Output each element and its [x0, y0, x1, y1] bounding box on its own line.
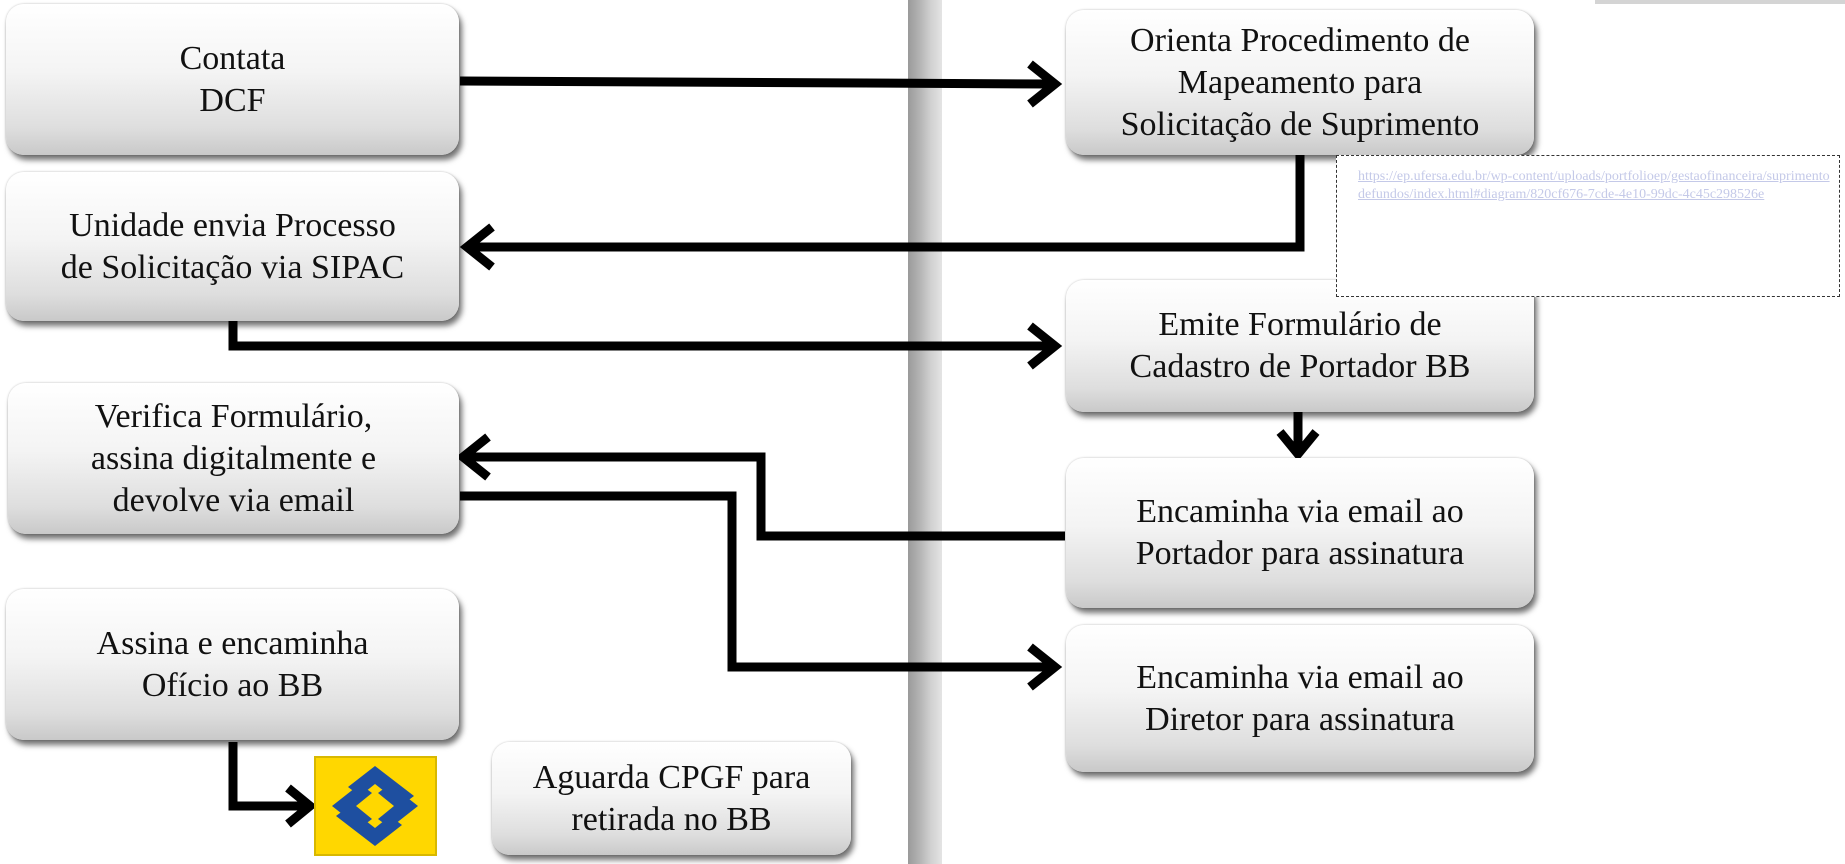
arrowhead-portador [1276, 429, 1320, 462]
lane-divider [908, 0, 942, 864]
arrow-orienta-to-unidade [470, 155, 1305, 252]
link-tooltip-url[interactable]: https://ep.ufersa.edu.br/wp-content/uplo… [1358, 169, 1830, 202]
arrow-portador-to-verifica [466, 452, 1065, 541]
arrow-assina-to-bb [228, 742, 306, 811]
arrowhead-bb [285, 784, 318, 828]
top-edge-line [1595, 0, 1845, 4]
box-emite-formulario[interactable]: Emite Formulário de Cadastro de Portador… [1066, 280, 1534, 412]
box-encaminha-portador[interactable]: Encaminha via email ao Portador para ass… [1066, 458, 1534, 608]
box-encaminha-diretor[interactable]: Encaminha via email ao Diretor para assi… [1066, 625, 1534, 772]
box-orienta-procedimento[interactable]: Orienta Procedimento de Mapeamento para … [1066, 10, 1534, 155]
arrowhead-diretor [1027, 643, 1063, 691]
arrow-verifica-to-diretor [460, 491, 1052, 672]
box-aguarda-cpgf[interactable]: Aguarda CPGF para retirada no BB [492, 742, 851, 855]
box-unidade-envia[interactable]: Unidade envia Processo de Solicitação vi… [6, 172, 459, 321]
banco-do-brasil-logo-icon [314, 756, 437, 856]
box-contata-dcf[interactable]: Contata DCF [6, 4, 459, 155]
link-tooltip[interactable]: https://ep.ufersa.edu.br/wp-content/uplo… [1336, 155, 1840, 297]
arrow-contata-to-orienta [459, 76, 1053, 89]
box-assina-encaminha[interactable]: Assina e encaminha Ofício ao BB [6, 589, 459, 740]
arrowhead-unidade [459, 223, 495, 271]
arrowhead-emite [1027, 322, 1063, 370]
box-verifica-formulario[interactable]: Verifica Formulário, assina digitalmente… [8, 383, 459, 534]
arrowhead-orienta [1027, 60, 1063, 108]
arrowhead-verifica [455, 433, 491, 481]
